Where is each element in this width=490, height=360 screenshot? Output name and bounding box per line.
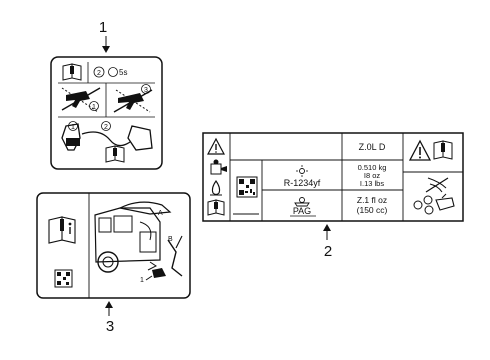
label-1-outline: [50, 56, 163, 170]
label-2-oil-type: PAG: [293, 206, 311, 216]
warning-triangle-icon: [408, 139, 432, 161]
warning-triangle-icon: [207, 137, 225, 155]
label-2-oil-fl-oz: Z.1 fl oz: [357, 195, 387, 205]
fuel-nozzle-prohibited-icon: [61, 87, 101, 113]
label-3-arrow-a: A: [158, 210, 163, 217]
compressor-oil-icon: [294, 197, 310, 207]
label-2-charge-kg: 0.510 kg: [358, 163, 387, 172]
callout-2: 2: [324, 243, 332, 260]
callout-1-arrowhead: [102, 46, 110, 53]
label-3-liftgate[interactable]: A B 1 3: [36, 192, 191, 335]
label-1-step-1: 1: [92, 104, 96, 111]
suv-open-liftgate-illustration: [94, 201, 172, 273]
label-2-oil-cc: (150 cc): [357, 205, 388, 215]
label-2-engine: Z.0L D: [359, 142, 386, 152]
callout-3: 3: [106, 318, 114, 335]
timer-circle-icon: [108, 67, 118, 77]
manual-book-icon: [105, 145, 125, 163]
label-2-refrigerant: R-1234yf: [284, 178, 321, 188]
callout-1: 1: [99, 19, 107, 36]
qr-code: [236, 176, 258, 198]
label-1-step-2: 2: [97, 70, 101, 77]
label-3-step-1: 1: [140, 277, 144, 284]
label-1-capless-fuel[interactable]: 1 2 5s 1 3: [50, 19, 163, 170]
ac-system-components-icon: [413, 193, 455, 215]
label-2-charge-lbs: I.13 lbs: [360, 179, 384, 188]
qr-code: [54, 269, 73, 288]
callout-3-arrowhead: [105, 301, 113, 308]
label-1-bottom-2: 2: [104, 124, 108, 131]
manual-book-icon: [207, 199, 225, 216]
manual-book-info-icon: [48, 216, 76, 244]
label-2-ac-refrigerant[interactable]: R-1234yf PAG Z.0L D 0.510 kg I8 oz I.13 …: [202, 132, 464, 260]
step-circle-icon: [89, 101, 99, 111]
manual-book-icon: [433, 140, 453, 160]
label-2-charge-oz: I8 oz: [364, 171, 381, 180]
flammable-icon: [210, 180, 222, 196]
no-flame-icon: [425, 177, 449, 193]
person-leg-kick-icon: [152, 235, 183, 278]
manual-book-icon: [62, 63, 82, 81]
step-circle-icon: [93, 66, 105, 78]
label-2-outline: [202, 132, 464, 222]
callout-2-arrowhead: [323, 224, 331, 231]
label-3-arrow-b: B: [168, 236, 173, 243]
label-1-bottom-1: 1: [71, 124, 75, 131]
step-circle-icon: [141, 84, 151, 94]
kick-arrow-icon: [145, 275, 153, 281]
sun-icon: [296, 165, 308, 177]
label-3-outline: [36, 192, 191, 299]
label-1-step-3: 3: [144, 87, 148, 94]
capless-funnel-icon: [61, 123, 153, 151]
service-technician-icon: [210, 159, 227, 175]
label-1-seconds: 5s: [119, 68, 127, 77]
step-circle-icon: [101, 121, 111, 131]
step-circle-icon: [68, 121, 78, 131]
